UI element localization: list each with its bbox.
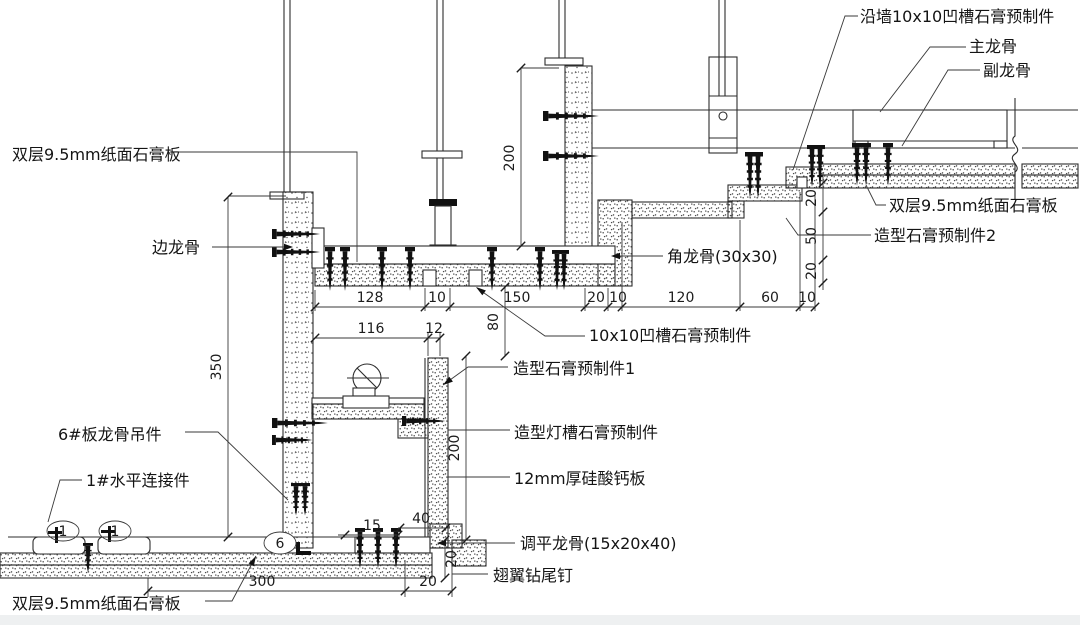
dim-200-trough: 200 (447, 435, 463, 462)
groove-notch (422, 269, 437, 287)
svg-text:6#板龙骨吊件: 6#板龙骨吊件 (58, 425, 162, 444)
main-ceiling-board (314, 245, 616, 287)
hanger-rod-3 (544, 0, 584, 66)
label-light-trough-precast: 造型灯槽石膏预制件 (448, 423, 658, 442)
svg-text:双层9.5mm纸面石膏板: 双层9.5mm纸面石膏板 (889, 196, 1058, 215)
main-runner-profile (852, 109, 1008, 149)
dim-top-20: 20 (587, 290, 605, 306)
dimension-mid-row: 116 12 (310, 321, 445, 356)
svg-text:角龙骨(30x30): 角龙骨(30x30) (667, 247, 778, 266)
label-board-runner-hanger: 6#板龙骨吊件 (58, 425, 289, 501)
svg-text:造型灯槽石膏预制件: 造型灯槽石膏预制件 (514, 423, 658, 442)
edge-runner-profile (311, 227, 325, 269)
callout-bubble-1b: 1 (98, 520, 132, 542)
dim-top-120: 120 (668, 290, 695, 306)
dimension-edge-20: 20 (440, 535, 460, 583)
connector-clips (32, 526, 151, 555)
break-mark (1011, 98, 1019, 200)
dim-top-10c: 10 (798, 290, 816, 306)
dim-300: 300 (249, 574, 276, 590)
svg-text:边龙骨: 边龙骨 (152, 238, 200, 257)
dimension-right-steps: 20 50 20 (804, 172, 828, 290)
svg-text:1: 1 (59, 524, 68, 540)
dim-200-wall: 200 (502, 145, 518, 172)
dimension-bottom-row: 300 20 (143, 560, 457, 597)
hanger-rod-4 (708, 0, 738, 154)
label-double-gypsum-right: 双层9.5mm纸面石膏板 (865, 184, 1058, 215)
dim-mid-116: 116 (358, 321, 385, 337)
dim-top-60: 60 (761, 290, 779, 306)
page-footer-strip (0, 615, 1080, 625)
dim-bottom-20: 20 (419, 574, 437, 590)
side-wall (564, 65, 593, 265)
dimension-lamp-80: 80 (486, 282, 510, 361)
groove-notch (468, 269, 483, 287)
label-wing-screw: 翅翼钻尾钉 (452, 566, 573, 585)
dim-right-50: 50 (804, 227, 820, 245)
svg-text:副龙骨: 副龙骨 (983, 61, 1031, 80)
label-double-gypsum-left: 双层9.5mm纸面石膏板 (12, 145, 358, 262)
dimension-step-15-40: 15 40 (338, 511, 451, 540)
svg-text:翅翼钻尾钉: 翅翼钻尾钉 (493, 566, 573, 585)
dimension-left-350: 350 (209, 192, 286, 542)
lamp-symbol (342, 363, 390, 409)
trough-fascia-board (427, 357, 449, 549)
dimension-wall-200: 200 (502, 63, 559, 251)
svg-text:造型石膏预制件1: 造型石膏预制件1 (513, 359, 635, 378)
svg-text:主龙骨: 主龙骨 (969, 37, 1017, 56)
label-leveling-runner: 调平龙骨(15x20x40) (437, 534, 677, 553)
label-sub-runner: 副龙骨 (901, 61, 1031, 147)
label-groove-precast: 10x10凹槽石膏预制件 (476, 287, 751, 345)
dim-top-10a: 10 (428, 290, 446, 306)
bottom-ceiling-board (0, 523, 487, 579)
svg-text:6: 6 (276, 536, 285, 552)
label-corner-runner: 角龙骨(30x30) (611, 247, 778, 266)
svg-text:造型石膏预制件2: 造型石膏预制件2 (874, 226, 996, 245)
dim-right-20b: 20 (804, 262, 820, 280)
hanger-rod-2 (421, 0, 463, 251)
dim-80: 80 (486, 313, 502, 331)
svg-text:双层9.5mm纸面石膏板: 双层9.5mm纸面石膏板 (12, 145, 181, 164)
label-shaped-precast-1: 造型石膏预制件1 (442, 359, 635, 386)
dim-edge-20: 20 (444, 550, 460, 568)
svg-text:12mm厚硅酸钙板: 12mm厚硅酸钙板 (514, 469, 646, 488)
dim-right-20a: 20 (804, 189, 820, 207)
callout-bubble-6: 6 (263, 531, 297, 555)
label-edge-runner: 边龙骨 (152, 238, 293, 257)
dim-40: 40 (412, 511, 430, 527)
svg-text:双层9.5mm纸面石膏板: 双层9.5mm纸面石膏板 (12, 594, 181, 613)
svg-text:10x10凹槽石膏预制件: 10x10凹槽石膏预制件 (589, 326, 751, 345)
svg-text:1: 1 (111, 524, 120, 540)
screws (82, 109, 895, 574)
label-double-gypsum-bottom: 双层9.5mm纸面石膏板 (12, 555, 257, 613)
label-wall-groove-precast: 沿墙10x10凹槽石膏预制件 (792, 7, 1054, 171)
label-main-runner: 主龙骨 (879, 37, 1017, 113)
dim-top-128: 128 (357, 290, 384, 306)
svg-text:1#水平连接件: 1#水平连接件 (86, 471, 190, 490)
label-calcium-silicate: 12mm厚硅酸钙板 (448, 469, 646, 488)
callout-bubble-1a: 1 (46, 520, 80, 542)
dim-15: 15 (363, 518, 381, 534)
label-shaped-precast-2: 造型石膏预制件2 (785, 217, 996, 245)
svg-text:调平龙骨(15x20x40): 调平龙骨(15x20x40) (520, 534, 677, 553)
dim-350: 350 (209, 354, 225, 381)
hanger-rod-1 (269, 0, 305, 200)
dim-mid-12: 12 (425, 321, 443, 337)
dim-top-10b: 10 (609, 290, 627, 306)
svg-text:沿墙10x10凹槽石膏预制件: 沿墙10x10凹槽石膏预制件 (860, 7, 1054, 26)
dimension-trough-200: 200 (447, 351, 471, 545)
dimension-top-row: 128 10 150 20 10 120 60 10 (310, 192, 820, 312)
label-horizontal-connector: 1#水平连接件 (47, 471, 190, 523)
hanger-bracket-6 (296, 542, 311, 555)
dim-top-150: 150 (504, 290, 531, 306)
